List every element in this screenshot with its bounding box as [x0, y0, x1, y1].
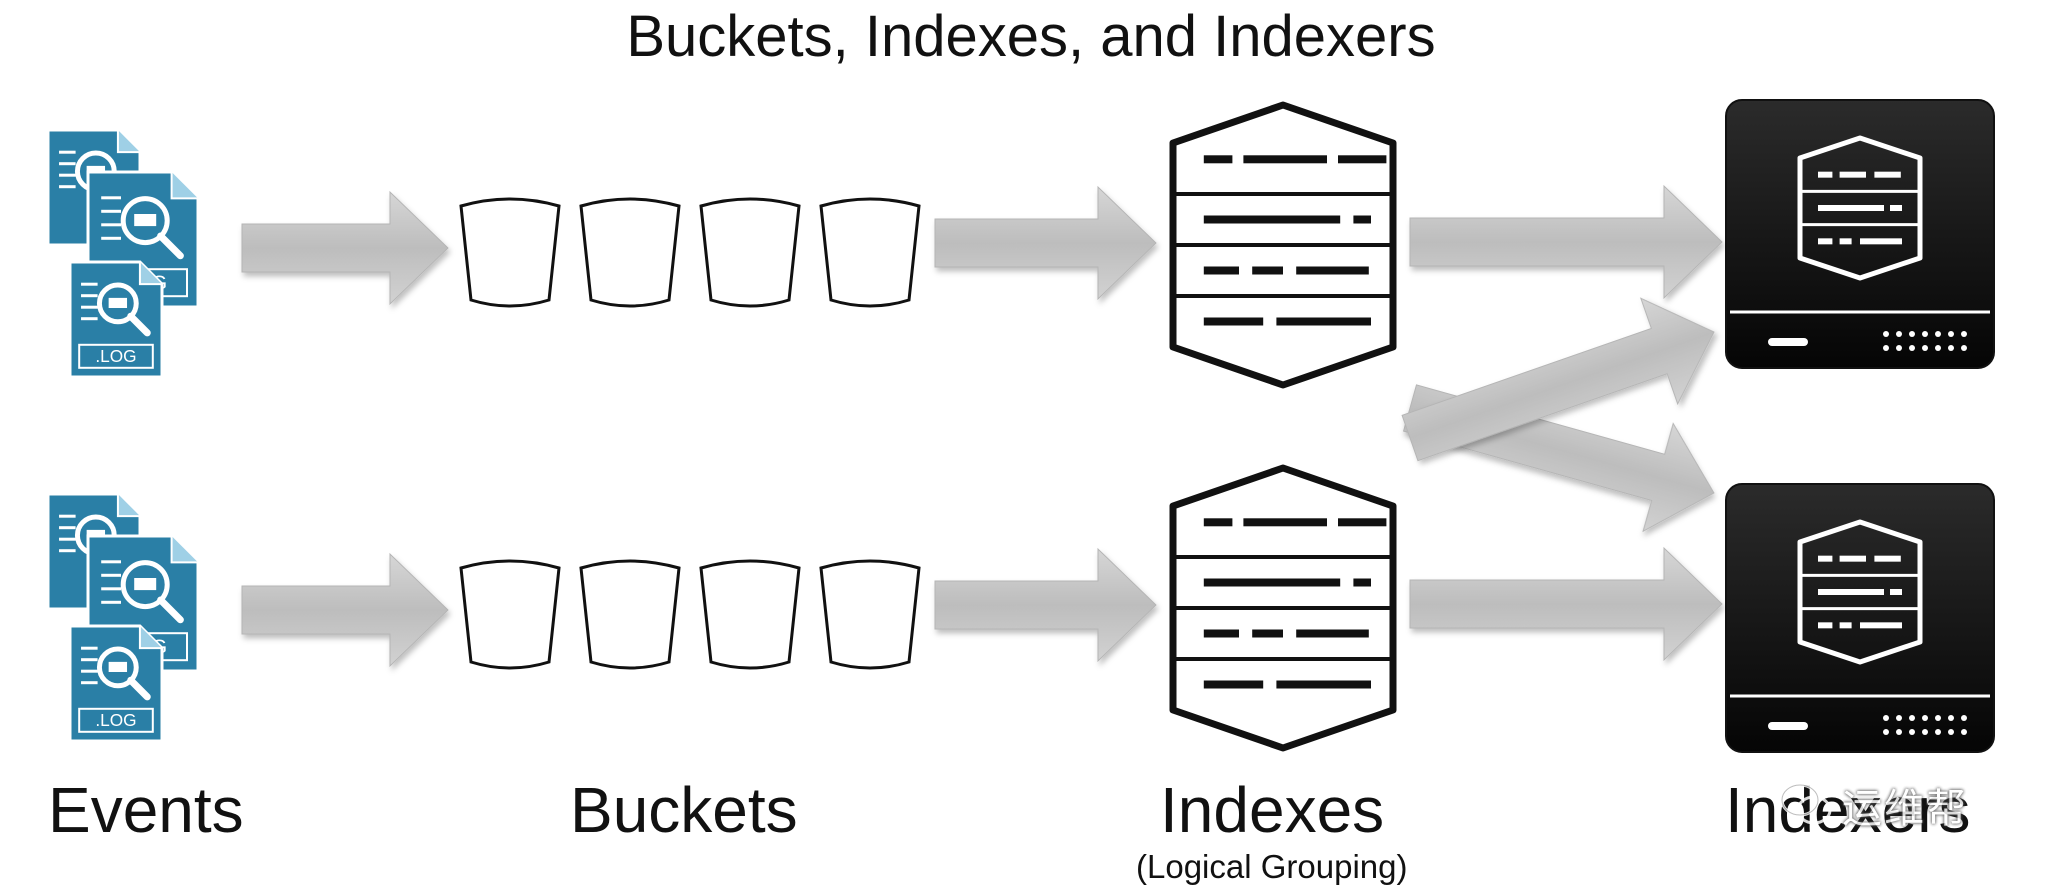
wechat-icon — [1780, 783, 1832, 825]
icons-layer: .LOG.LOG.LOG.LOG — [46, 99, 1995, 753]
bucket-icon-row-2-4 — [819, 559, 921, 670]
arrow-index-to-indexer-row-1 — [1409, 184, 1723, 300]
arrows-layer — [241, 184, 1723, 668]
log-file-label: .LOG — [95, 710, 136, 730]
bucket-icon-row-1-1 — [459, 197, 561, 308]
watermark-text: 运维帮 — [1842, 787, 1968, 831]
arrow-index-to-indexer-row-2 — [1409, 546, 1723, 662]
bucket-icon-row-2-1 — [459, 559, 561, 670]
server-indexer-icon-1 — [1725, 99, 1995, 369]
log-file-stack-icon-row-2: .LOG.LOG — [46, 492, 200, 743]
index-hexagon-icon-row-1 — [1169, 101, 1397, 389]
arrow-events-to-buckets-row-1 — [241, 190, 449, 306]
bucket-icon-row-1-4 — [819, 197, 921, 308]
arrow-buckets-to-index-row-2 — [934, 547, 1157, 663]
diagram-title: Buckets, Indexes, and Indexers — [626, 4, 1436, 69]
arrow-index2-to-indexer1 — [1401, 297, 1715, 462]
column-label-indexes: Indexes — [1160, 774, 1385, 846]
column-label-indexers: Indexers — [1725, 774, 1971, 846]
log-file-stack-icon-row-1: .LOG.LOG — [46, 128, 200, 379]
column-sublabel-logical-grouping: (Logical Grouping) — [1136, 848, 1408, 885]
watermark: 运维帮 — [1780, 775, 2030, 835]
bucket-icon-row-1-3 — [699, 197, 801, 308]
arrow-buckets-to-index-row-1 — [934, 185, 1157, 301]
arrow-events-to-buckets-row-2 — [241, 552, 449, 668]
log-file-label: .LOG — [95, 346, 136, 366]
bucket-icon-row-2-3 — [699, 559, 801, 670]
index-hexagon-icon-row-2 — [1169, 464, 1397, 752]
bucket-icon-row-1-2 — [579, 197, 681, 308]
bucket-icon-row-2-2 — [579, 559, 681, 670]
column-label-events: Events — [48, 774, 244, 846]
server-indexer-icon-2 — [1725, 483, 1995, 753]
column-label-buckets: Buckets — [570, 774, 798, 846]
